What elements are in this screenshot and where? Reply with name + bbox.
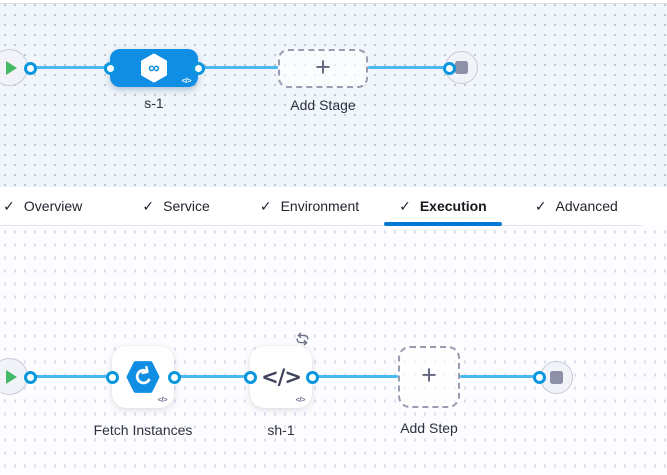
step-node-fetch-instances[interactable]: </> (112, 346, 174, 408)
check-icon: ✓ (399, 198, 411, 214)
stage-tabbar: ✓ Overview ✓ Service ✓ Environment ✓ Exe… (0, 187, 643, 226)
tab-execution[interactable]: ✓ Execution (376, 187, 509, 225)
fetch-instances-icon (126, 361, 160, 393)
edge (460, 375, 539, 378)
deploy-stage-hexagon-icon: ∞ (141, 53, 167, 83)
tab-environment[interactable]: ✓ Environment (259, 198, 360, 214)
add-step-button[interactable]: + (398, 346, 460, 408)
check-icon: ✓ (534, 198, 547, 214)
shell-script-icon: </> (261, 365, 302, 389)
tab-overview[interactable]: ✓ Overview (3, 198, 83, 214)
looping-strategy-icon (294, 332, 311, 351)
connector-dot (106, 371, 119, 384)
execution-canvas[interactable]: </> Fetch Instances </> </> sh-1 + Add S… (0, 226, 667, 475)
check-icon: ✓ (3, 198, 15, 214)
add-step-label: Add Step (400, 420, 458, 436)
stage-node-s1[interactable]: ∞ </> (110, 49, 198, 87)
connector-dot (306, 371, 319, 384)
connector-dot (533, 371, 546, 384)
edge (174, 375, 250, 378)
step-label: sh-1 (267, 422, 295, 438)
edge (312, 375, 398, 378)
check-icon: ✓ (142, 198, 155, 214)
plus-icon: + (421, 360, 437, 390)
connector-dot (24, 371, 37, 384)
plus-icon: + (315, 51, 331, 82)
tab-service[interactable]: ✓ Service (142, 198, 210, 214)
add-stage-button[interactable]: + (278, 49, 368, 88)
check-icon: ✓ (259, 198, 272, 214)
play-icon (5, 60, 17, 75)
play-icon (5, 369, 17, 384)
tab-advanced[interactable]: ✓ Advanced (534, 198, 618, 214)
stage-label: s-1 (144, 95, 164, 111)
code-badge-icon: </> (181, 75, 192, 85)
connector-dot (104, 62, 117, 75)
code-badge-icon: </> (157, 394, 168, 404)
stage-pipeline-canvas[interactable]: ∞ </> s-1 + Add Stage (0, 0, 667, 187)
connector-dot (168, 371, 181, 384)
connector-dot (192, 62, 205, 75)
connector-dot (244, 371, 257, 384)
edge (30, 66, 110, 69)
edge (30, 375, 112, 378)
edge (368, 66, 449, 69)
svg-text:∞: ∞ (148, 60, 159, 77)
connector-dot (24, 62, 37, 75)
step-label: Fetch Instances (93, 422, 193, 438)
step-node-sh1[interactable]: </> </> (250, 332, 312, 408)
connector-dot (443, 62, 456, 75)
code-badge-icon: </> (295, 394, 306, 404)
pipeline-start-node (0, 49, 28, 86)
stop-icon (550, 371, 563, 384)
add-stage-label: Add Stage (290, 97, 356, 113)
stop-icon (455, 61, 468, 74)
edge (198, 66, 278, 69)
